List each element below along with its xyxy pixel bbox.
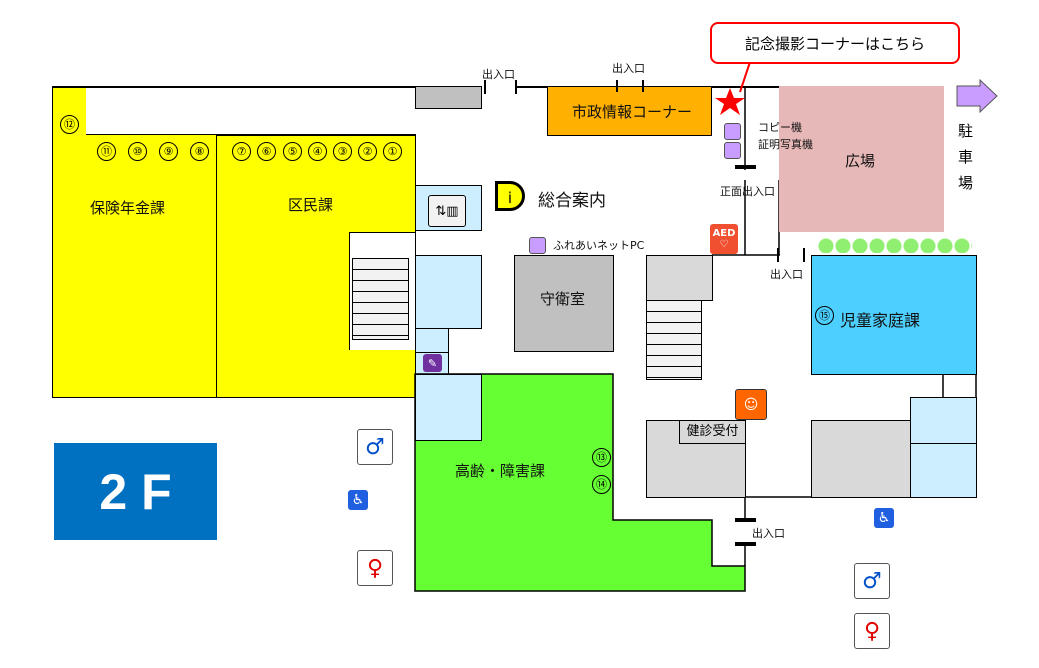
gray-room (811, 420, 911, 498)
copy-label: コピー機 (758, 121, 802, 134)
window-6: ⑥ (257, 142, 276, 161)
callout-text: 記念撮影コーナーはこちら (744, 34, 925, 53)
shisei-joho-corner[interactable] (547, 86, 712, 136)
kenshin-counter: 健診受付 (679, 420, 746, 444)
stairs (646, 300, 702, 380)
utility-room (415, 374, 482, 441)
room-korei: 高齢・障害課 (455, 462, 546, 480)
door-post (642, 80, 644, 92)
hedge (818, 238, 972, 253)
parking-char: 車 (958, 148, 974, 166)
floor-text: 2 F (99, 463, 172, 520)
parking-arrow-icon (956, 78, 998, 114)
room-shuei: 守衛室 (540, 290, 586, 308)
room-shisei: 市政情報コーナー (572, 103, 693, 121)
window-3: ③ (333, 142, 352, 161)
window-8: ⑧ (190, 142, 209, 161)
room-hoken: 保険年金課 (90, 199, 166, 217)
window-13: ⑬ (592, 448, 611, 467)
utility-room (415, 328, 449, 353)
door-gap (478, 80, 517, 90)
window-5: ⑤ (283, 142, 302, 161)
hoken-nenkin-area[interactable] (52, 86, 217, 398)
corridor (86, 87, 416, 135)
info-icon: i (495, 181, 525, 211)
heart-icon: ♡ (719, 239, 729, 250)
front-entrance-label: 正面出入口 (720, 185, 775, 198)
utility-room (646, 255, 713, 301)
womens-restroom-icon: ♀ (357, 550, 393, 586)
window-10: ⑩ (128, 142, 147, 161)
window-14: ⑭ (592, 475, 611, 494)
entrance-label: 出入口 (612, 62, 645, 75)
window-4: ④ (308, 142, 327, 161)
door-post (616, 80, 618, 92)
room-kenshin: 健診受付 (686, 424, 739, 439)
door-post (515, 80, 517, 94)
hiroba-plaza[interactable] (779, 86, 944, 232)
stairs (352, 258, 409, 340)
utility-room (415, 255, 482, 329)
parking-char: 駐 (958, 122, 974, 140)
shuei-room[interactable] (514, 255, 614, 352)
window-2: ② (358, 142, 377, 161)
elevator-icon[interactable]: ⇅▥ (428, 195, 466, 227)
window-11: ⑪ (97, 142, 116, 161)
storage-room (415, 86, 482, 109)
window-9: ⑨ (159, 142, 178, 161)
entrance-label: 出入口 (770, 268, 803, 281)
photo-booth-label: 証明写真機 (758, 138, 813, 151)
window-7: ⑦ (232, 142, 251, 161)
copy-machine-icon (724, 123, 741, 140)
photo-spot-star-icon (715, 88, 745, 115)
parking-char: 場 (958, 174, 974, 192)
window-12: ⑫ (60, 115, 79, 134)
utility-room (910, 397, 977, 444)
mens-restroom-icon: ♂ (854, 563, 890, 599)
door-post (484, 80, 486, 94)
aed-text: AED (712, 228, 736, 239)
accessible-icon: ♿ (874, 508, 894, 528)
entrance-label: 出入口 (482, 68, 515, 81)
info-desk-label: 総合案内 (538, 191, 606, 211)
room-kumin: 区民課 (288, 196, 334, 214)
info-icon-text: i (507, 189, 513, 207)
nursing-bottle-icon: ✎ (423, 354, 442, 372)
room-hiroba: 広場 (845, 152, 876, 170)
fureai-pc-icon (529, 237, 546, 254)
utility-room (910, 443, 977, 498)
jido-katei-area[interactable] (811, 255, 977, 375)
photo-corner-callout: 記念撮影コーナーはこちら (710, 22, 960, 64)
entrance-label: 出入口 (752, 527, 785, 540)
mens-restroom-icon: ♂ (357, 429, 393, 465)
womens-restroom-icon: ♀ (854, 613, 890, 649)
aed-icon[interactable]: AED♡ (710, 224, 738, 254)
accessible-icon: ♿ (348, 490, 368, 510)
floor-badge: 2 F (54, 443, 217, 540)
window-1: ① (383, 142, 402, 161)
parking-label: 駐車場 (958, 118, 974, 196)
photo-booth-icon (724, 142, 741, 159)
baby-care-icon: ☺ (735, 389, 767, 420)
room-jido: 児童家庭課 (840, 311, 921, 330)
fureai-pc-label: ふれあいネットPC (553, 239, 645, 252)
window-15: ⑮ (815, 306, 834, 325)
